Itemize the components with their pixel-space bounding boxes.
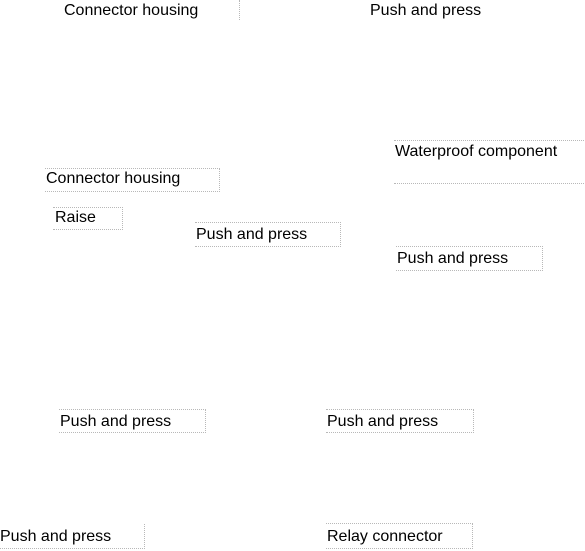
label-waterproof-component: Waterproof component <box>394 140 584 184</box>
label-raise: Raise <box>53 207 123 230</box>
label-relay-connector: Relay connector <box>326 523 473 549</box>
label-push-and-press-bottom-left: Push and press <box>0 524 145 549</box>
label-connector-housing-mid: Connector housing <box>45 168 220 192</box>
leader-tick-top <box>239 0 240 20</box>
label-push-and-press-top-right: Push and press <box>370 2 482 19</box>
label-push-and-press-center: Push and press <box>195 222 341 247</box>
label-push-and-press-right: Push and press <box>396 246 543 271</box>
label-connector-housing-top: Connector housing <box>64 2 199 19</box>
label-push-and-press-lower-right: Push and press <box>326 409 474 433</box>
label-push-and-press-lower-left: Push and press <box>59 409 206 433</box>
